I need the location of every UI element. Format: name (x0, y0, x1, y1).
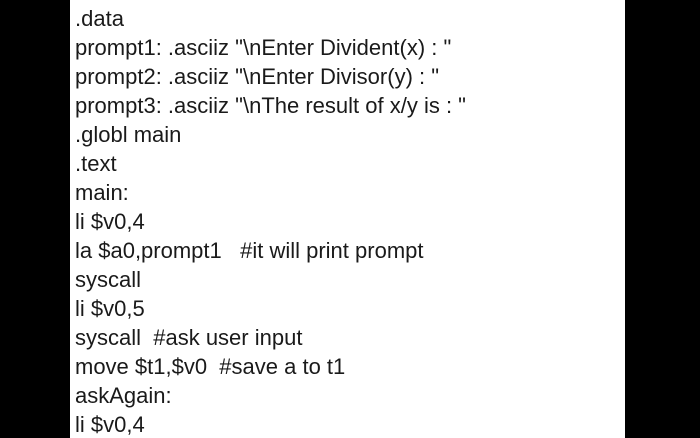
code-line-li-v0-4-again: li $v0,4 (75, 412, 145, 437)
code-line-prompt1: prompt1: .asciiz "\nEnter Divident(x) : … (75, 35, 452, 60)
code-line-li-v0-5: li $v0,5 (75, 296, 145, 321)
code-line-main-label: main: (75, 180, 129, 205)
code-line-la-a0: la $a0,prompt1 #it will print prompt (75, 238, 424, 263)
code-line-askagain-label: askAgain: (75, 383, 172, 408)
code-document: .data prompt1: .asciiz "\nEnter Divident… (70, 0, 625, 438)
code-line-move-t1: move $t1,$v0 #save a to t1 (75, 354, 346, 379)
code-line-prompt2: prompt2: .asciiz "\nEnter Divisor(y) : " (75, 64, 440, 89)
code-line-text-directive: .text (75, 151, 117, 176)
code-line-globl-main: .globl main (75, 122, 182, 147)
code-line-syscall-input: syscall #ask user input (75, 325, 303, 350)
code-line-li-v0-4: li $v0,4 (75, 209, 145, 234)
code-lines: .data prompt1: .asciiz "\nEnter Divident… (75, 4, 466, 438)
code-line-prompt3: prompt3: .asciiz "\nThe result of x/y is… (75, 93, 466, 118)
code-line-data-directive: .data (75, 6, 124, 31)
code-line-syscall: syscall (75, 267, 142, 292)
